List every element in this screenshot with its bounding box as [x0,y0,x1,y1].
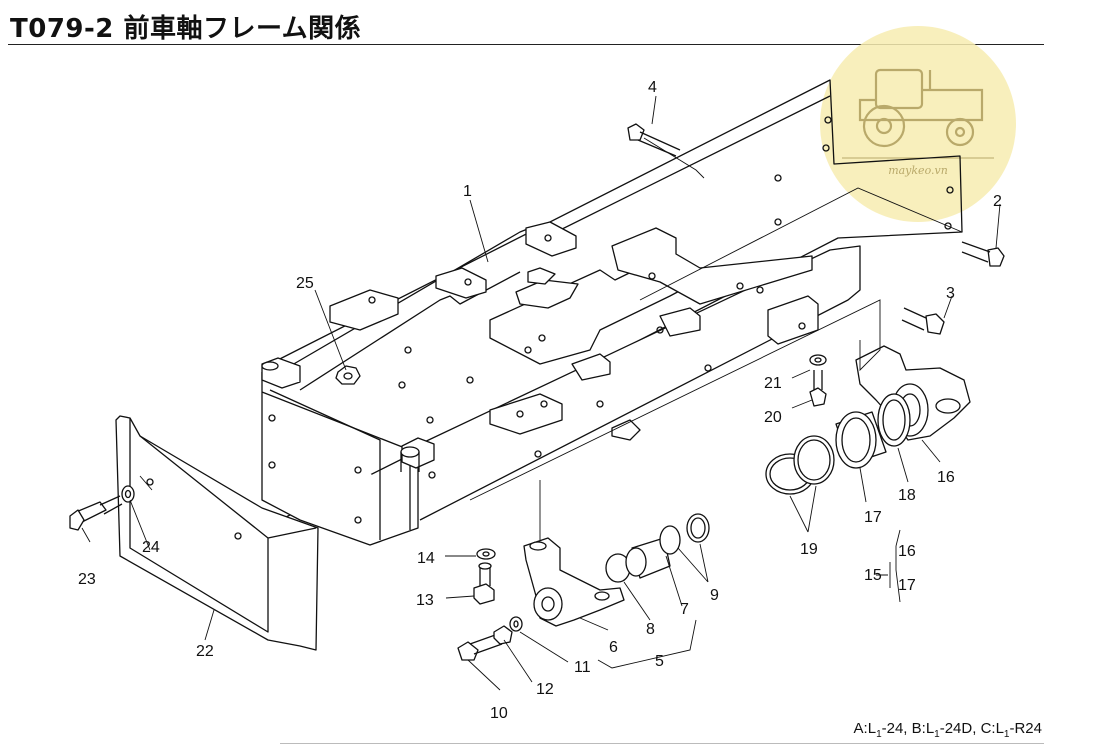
bolt-3 [901,307,945,335]
callout-19: 19 [800,541,818,558]
bottom-divider [280,743,1044,744]
bolt-10 [457,633,503,661]
watermark-text: maykeo.vn [888,164,948,177]
callout-10: 10 [490,705,508,722]
model-a-prefix: A:L [853,720,877,737]
callout-6: 6 [609,639,618,656]
callout-21: 21 [764,375,782,392]
model-c-suffix: -R24 [1009,720,1042,737]
title-divider [8,44,1044,45]
seals-19 [765,435,835,495]
model-c-prefix: C:L [980,720,1004,737]
model-b-sub: 1 [934,729,940,740]
watermark-logo: maykeo.vn [820,26,1016,222]
callout-12: 12 [536,681,554,698]
callout-8: 8 [646,621,655,638]
callout-17: 17 [864,509,882,526]
callout-14: 14 [417,550,435,567]
callout-13: 13 [416,592,434,609]
model-c-sub: 1 [1003,729,1010,740]
callout-25: 25 [296,275,314,292]
callout-3: 3 [946,285,955,302]
seal-18 [877,393,911,447]
callout-5: 5 [655,653,664,670]
callout-18: 18 [898,487,916,504]
callout-4: 4 [648,79,657,96]
callout-1: 1 [463,183,472,200]
lower-pivot-bracket [523,537,625,627]
bushings-7-9 [605,513,710,583]
callout-16: 16 [937,469,955,486]
callout-9: 9 [710,587,719,604]
bolt-20 [809,370,827,407]
bolt-2 [961,241,1005,267]
model-b-suffix: -24D, [939,720,981,737]
callout-15: 15 [864,567,882,584]
bolt-13 [473,562,495,605]
washer-21 [809,354,827,366]
page-title: T079-2 前車軸フレーム関係 [10,14,362,44]
callout-15-sub-17: 17 [898,577,916,594]
bolt-4 [627,123,681,157]
callout-labels: 1 2 3 4 5 6 7 8 9 10 11 12 13 14 15 16 1… [78,79,1002,722]
callout-22: 22 [196,643,214,660]
callout-15-sub-16: 16 [898,543,916,560]
callout-24: 24 [142,539,160,556]
front-grille-plate [115,415,319,651]
nut-12 [493,625,513,645]
washer-14 [476,548,496,560]
model-a-suffix: -24, [881,720,912,737]
washer-24 [121,485,135,503]
callout-11: 11 [574,659,591,676]
callout-7: 7 [680,601,689,618]
model-applicability-note: A:L1-24, B:L1-24D, C:L1-R24 [854,720,1042,740]
model-b-prefix: B:L [911,720,935,737]
tractor-icon [858,68,984,148]
washer-11 [509,616,523,632]
bolt-23 [69,495,123,531]
bushing-17 [835,411,887,469]
callout-20: 20 [764,409,782,426]
nut-25 [335,365,361,385]
front-axle-frame [261,79,963,546]
model-a-sub: 1 [876,729,882,740]
callout-2: 2 [993,193,1002,210]
leader-lines [81,95,1001,691]
callout-23: 23 [78,571,96,588]
